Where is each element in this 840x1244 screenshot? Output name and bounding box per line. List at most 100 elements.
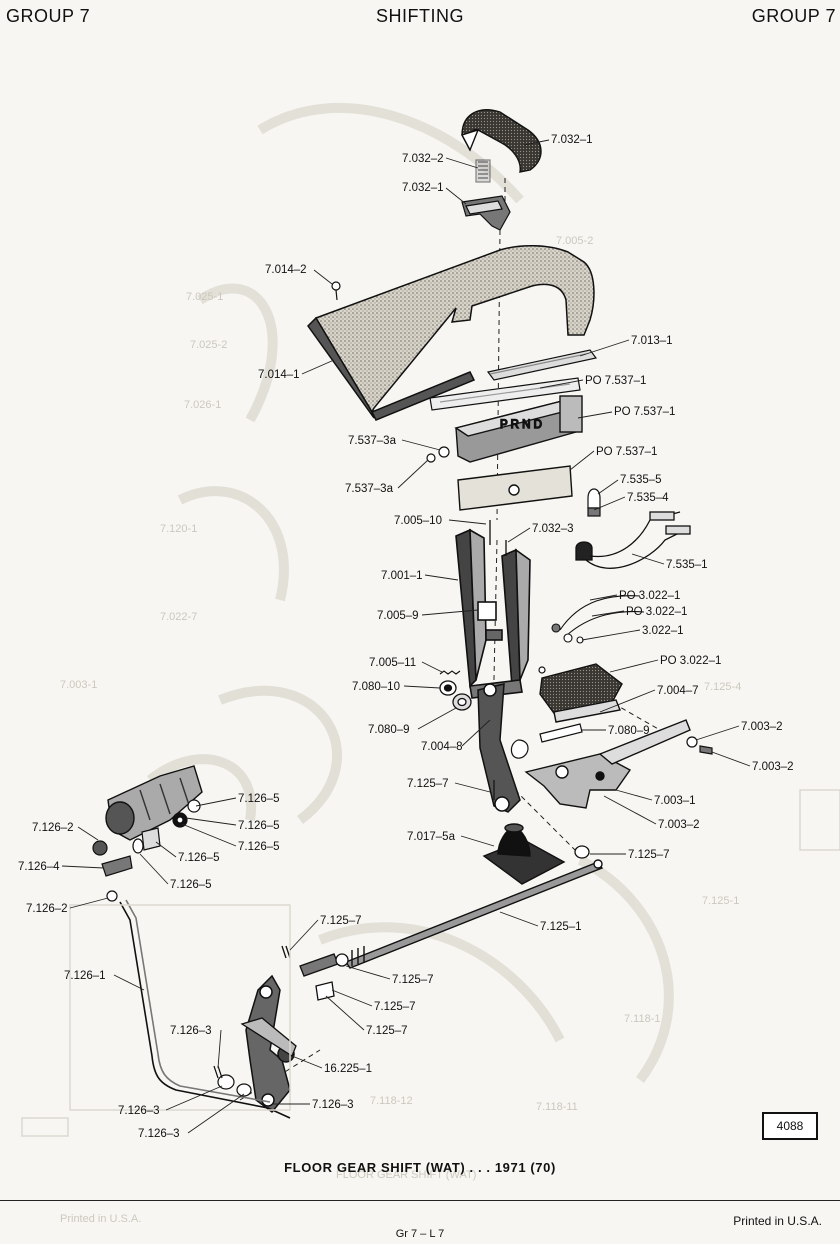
part-label: 7.004–7 <box>657 685 699 697</box>
mounting-plate <box>457 465 573 511</box>
shift-rod <box>344 859 604 969</box>
part-label: 7.126–5 <box>238 841 280 853</box>
linkage-bushings <box>92 799 201 902</box>
svg-text:7.118-1: 7.118-1 <box>624 1013 661 1025</box>
part-label: 7.080–9 <box>368 724 410 736</box>
part-label: 7.032–3 <box>532 523 574 535</box>
indicator-nuts <box>426 446 450 463</box>
crank-pin <box>240 1017 297 1057</box>
header-group-right: GROUP 7 <box>751 6 836 26</box>
ground-wires <box>551 595 645 644</box>
part-label: 7.126–3 <box>312 1099 354 1111</box>
svg-text:7.025-2: 7.025-2 <box>190 339 227 351</box>
part-label: 3.022–1 <box>642 625 684 637</box>
figure-caption: FLOOR GEAR SHIFT (WAT) . . . 1971 (70) <box>284 1160 556 1175</box>
indicator-housing: P R N D <box>454 395 583 463</box>
part-label: 7.005–10 <box>394 515 442 527</box>
svg-text:7.125-1: 7.125-1 <box>702 895 739 907</box>
part-label: 7.126–5 <box>238 820 280 832</box>
header-group-left: GROUP 7 <box>6 6 91 26</box>
svg-text:7.120-1: 7.120-1 <box>160 523 197 535</box>
lamp-bulb <box>587 488 601 517</box>
part-label: 7.003–2 <box>658 819 700 831</box>
detent-spring <box>493 739 529 800</box>
part-label: 7.126–3 <box>118 1105 160 1117</box>
page-reference: Gr 7 – L 7 <box>395 1228 445 1240</box>
part-label: 7.003–2 <box>752 761 794 773</box>
part-label: 7.126–4 <box>18 861 60 873</box>
part-label: 7.125–7 <box>320 915 362 927</box>
rod-washer <box>574 845 590 859</box>
shift-knob-cover <box>460 109 542 173</box>
leader-lines <box>61 139 751 1134</box>
svg-text:P R N D: P R N D <box>500 419 542 431</box>
svg-text:7.118-11: 7.118-11 <box>536 1101 578 1113</box>
part-label: 7.125–7 <box>366 1025 408 1037</box>
part-label: PO 3.022–1 <box>660 655 721 667</box>
part-labels: 7.032–1 7.032–2 7.032–1 7.014–2 7.014–1 … <box>18 134 794 1140</box>
part-label: 7.125–7 <box>392 974 434 986</box>
shift-lever <box>477 683 521 813</box>
part-label: 7.014–1 <box>258 369 300 381</box>
svg-text:7.125-4: 7.125-4 <box>704 681 741 693</box>
selector-bracket <box>524 719 691 809</box>
background-ghost-image <box>146 103 674 1083</box>
bracket-bolts <box>538 666 713 755</box>
part-label: 7.032–2 <box>402 153 444 165</box>
svg-text:FLOOR GEAR SHIFT (WAT): FLOOR GEAR SHIFT (WAT) <box>336 1169 476 1181</box>
indicator-lens <box>429 377 581 411</box>
part-label: 7.005–11 <box>369 657 416 669</box>
svg-text:7.118-12: 7.118-12 <box>370 1095 413 1107</box>
indicator-cover-strip <box>486 349 598 381</box>
part-label: 7.126–2 <box>26 903 68 915</box>
background-ghost-labels: 7.005-2 7.025-1 7.025-2 7.026-1 7.120-1 … <box>60 235 741 1225</box>
lamp-socket-and-wires <box>575 511 691 569</box>
lever-spring <box>439 670 461 675</box>
part-label: 7.004–8 <box>421 741 463 753</box>
part-label: 7.126–1 <box>64 970 106 982</box>
part-label: 7.126–3 <box>138 1128 180 1140</box>
trunnion-parts <box>281 945 349 1001</box>
part-label: 7.535–1 <box>666 559 708 571</box>
part-label: PO 7.537–1 <box>596 446 657 458</box>
part-label: 7.535–5 <box>620 474 662 486</box>
frame-pin <box>489 520 507 556</box>
part-label: 7.537–3a <box>348 435 397 447</box>
part-label: 7.003–1 <box>654 795 696 807</box>
svg-text:7.025-1: 7.025-1 <box>186 291 223 303</box>
svg-text:7.022-7: 7.022-7 <box>160 611 197 623</box>
svg-text:7.003-1: 7.003-1 <box>60 679 97 691</box>
knob-spring <box>475 159 491 183</box>
footer-divider <box>0 1200 840 1201</box>
lower-washers <box>213 1065 252 1097</box>
part-label: 7.537–3a <box>345 483 394 495</box>
part-label: 7.001–1 <box>381 570 423 582</box>
part-label: 7.535–4 <box>627 492 669 504</box>
part-label: 7.080–9 <box>608 725 650 737</box>
part-label: PO 3.022–1 <box>619 590 680 602</box>
svg-text:7.026-1: 7.026-1 <box>184 399 221 411</box>
knob-base-clip <box>461 195 511 231</box>
shifter-frame <box>455 528 531 699</box>
ghost-frame <box>21 789 840 1137</box>
tray-screw <box>331 281 341 301</box>
svg-text:7.005-2: 7.005-2 <box>556 235 593 247</box>
console-tray <box>307 244 595 421</box>
header-section-title: SHIFTING <box>376 6 464 26</box>
part-label: PO 3.022–1 <box>626 606 687 618</box>
neutral-safety-switch <box>539 663 623 723</box>
part-label: 16.225–1 <box>324 1063 372 1075</box>
part-label: 7.125–7 <box>628 849 670 861</box>
part-label: PO 7.537–1 <box>585 375 646 387</box>
part-label: 7.014–2 <box>265 264 307 276</box>
rubber-boot <box>482 823 566 885</box>
part-label: 7.126–5 <box>170 879 212 891</box>
retaining-clip <box>539 723 583 743</box>
printed-in-note: Printed in U.S.A. <box>733 1214 822 1228</box>
svg-text:Printed in U.S.A.: Printed in U.S.A. <box>60 1213 141 1225</box>
part-label: 7.125–7 <box>374 1001 416 1013</box>
lower-rod <box>119 899 291 1119</box>
part-label: 7.032–1 <box>551 134 593 146</box>
part-label: 7.126–5 <box>238 793 280 805</box>
part-label: 7.125–1 <box>540 921 582 933</box>
